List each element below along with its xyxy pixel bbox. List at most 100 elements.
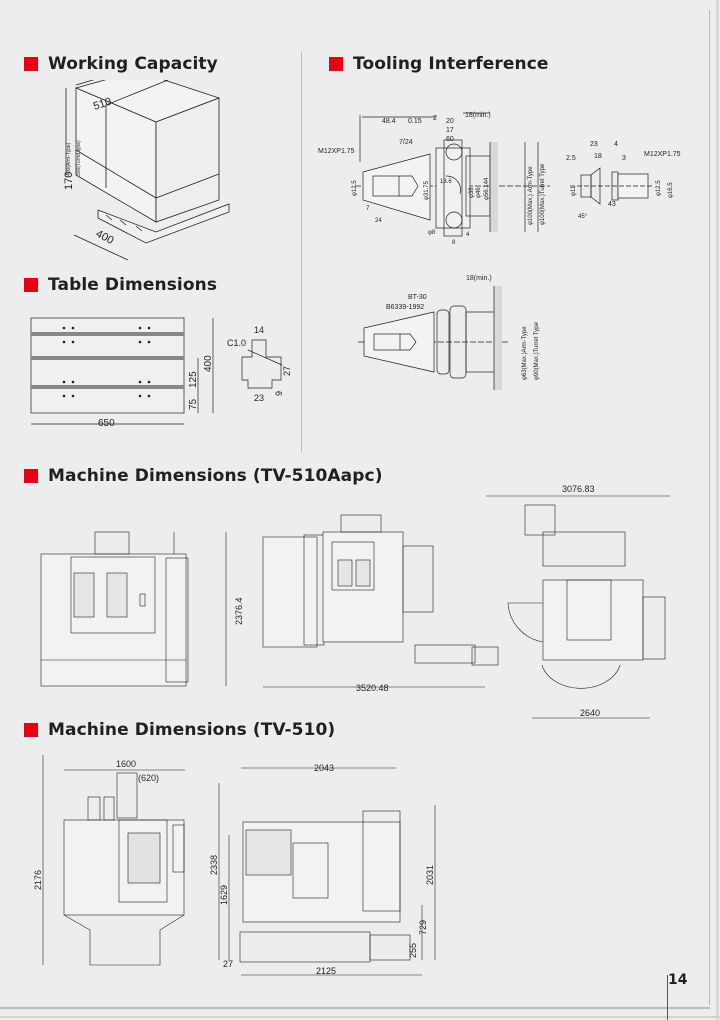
top-view — [486, 495, 670, 719]
page-border-right — [709, 10, 710, 1005]
tv510-depth-total: 2125 — [316, 966, 336, 976]
slot-top-14: 14 — [254, 325, 264, 335]
stud-len-3: 3 — [622, 155, 626, 162]
column-divider — [301, 52, 302, 452]
front-view — [40, 531, 189, 687]
section-title: Tooling Interference — [353, 54, 549, 74]
stud-angle-45: 45° — [578, 214, 588, 220]
section-title: Machine Dimensions (TV-510) — [48, 720, 336, 740]
control-keypad — [127, 832, 161, 884]
table-edge-75: 75 — [188, 398, 199, 410]
dim-height-arm: 400(Arm-Type) — [66, 142, 72, 176]
dim-width-400: 400 — [94, 228, 116, 247]
tv510-height-side: 2338 — [209, 855, 219, 875]
holder-len-7: 7 — [366, 206, 370, 212]
holder-len-4: 4 — [466, 232, 470, 238]
table-dimensions-heading: Table Dimensions — [24, 275, 217, 295]
slot-chamfer: C1.0 — [227, 338, 246, 348]
tool-holder-drawing: M12XP1.75 7/24 48.4 0.15 2 20 17 60 18(m… — [318, 112, 681, 246]
tooling-interference-heading: Tooling Interference — [329, 54, 549, 74]
section-title: Table Dimensions — [48, 275, 218, 295]
machine-tv510aapc-drawing: 2376.4 3520.48 3076.83 2640 — [40, 484, 670, 719]
tv510-depth-top: 2043 — [314, 763, 334, 773]
stud-len-43: 43 — [608, 201, 616, 208]
holder-arm-max: φ100(Max.) Arm-Type — [528, 166, 534, 225]
tv510-front-view — [42, 755, 185, 966]
table-width-400: 400 — [203, 355, 214, 372]
bt30-name: BT-30 — [408, 294, 427, 301]
page-number: 14 — [668, 972, 688, 988]
table-dimensions-drawing: 650 400 125 75 14 C1.0 27 23 9 — [30, 317, 292, 429]
dim-height-turret: 300(Turret type) — [76, 140, 82, 176]
working-capacity-heading: Working Capacity — [24, 54, 218, 74]
holder-dia-8: φ8 — [428, 230, 436, 236]
tv510-height-front: 2176 — [33, 870, 43, 890]
table-length-650: 650 — [98, 418, 115, 429]
holder-dim-13-6: 13.6 — [440, 179, 452, 185]
tv510-width: 1600 — [116, 759, 136, 769]
table-plate — [97, 203, 230, 244]
tv510-door: (620) — [138, 773, 159, 783]
tv510-height-panel: 1629 — [219, 885, 229, 905]
stud-len-2-5: 2.5 — [566, 155, 576, 162]
holder-clearance: 18(min.) — [465, 112, 491, 119]
section-title: Machine Dimensions (TV-510Aapc) — [48, 466, 383, 486]
bt30-turret-max: φ90(Max.)Turret Type — [534, 321, 540, 380]
holder-dia-46: φ46 — [476, 187, 482, 198]
holder-dim-48-4: 48.4 — [382, 118, 396, 125]
holder-len-24: 24 — [375, 218, 382, 224]
holder-dia-38: φ38 — [469, 187, 475, 198]
holder-dim-2: 2 — [433, 115, 437, 122]
table-slot-pitch-125: 125 — [188, 371, 199, 388]
tv510-height-cabinet: 2031 — [425, 865, 435, 885]
red-square-bullet-icon — [24, 278, 38, 292]
aapc-height: 2376.4 — [234, 597, 244, 625]
holder-dim-17: 17 — [446, 127, 454, 134]
holder-dia-12-5: φ12.5 — [352, 180, 358, 196]
holder-taper-label: 7/24 — [399, 139, 413, 146]
page-edge-right — [716, 0, 719, 1020]
stud-dia-16-5: φ16.5 — [668, 182, 674, 198]
holder-dia-31-75: φ31.75 — [424, 180, 430, 200]
dim-length-510: 510 — [92, 96, 113, 113]
holder-angle-60: 60 — [446, 136, 454, 143]
machine-tv510aapc-heading: Machine Dimensions (TV-510Aapc) — [24, 466, 383, 486]
side-view — [262, 514, 499, 688]
stud-len-4: 4 — [614, 141, 618, 148]
tv510-side-view — [218, 767, 436, 976]
bt30-arm-max: φ63(Max.)Arm-Type — [522, 326, 528, 380]
section-title: Working Capacity — [48, 54, 218, 74]
red-square-bullet-icon — [24, 469, 38, 483]
slot-base-9: 9 — [274, 391, 284, 396]
red-square-bullet-icon — [24, 723, 38, 737]
page-number-rule — [667, 975, 668, 1020]
holder-len-8: 8 — [452, 240, 456, 246]
bt30-standard: B6339-1992 — [386, 304, 424, 311]
t-slot-profile — [241, 339, 283, 389]
red-square-bullet-icon — [24, 57, 38, 71]
holder-dim-20: 20 — [446, 118, 454, 125]
slot-bottom-23: 23 — [254, 393, 264, 403]
stud-len-23: 23 — [590, 141, 598, 148]
work-envelope-box — [74, 80, 221, 223]
slot-depth-27: 27 — [282, 366, 292, 376]
stud-dia-12-5: φ12.5 — [656, 180, 662, 196]
working-capacity-drawing: 510 400 170 400(Arm-Type) 300(Turret typ… — [63, 80, 230, 260]
holder-thread-label: M12XP1.75 — [318, 148, 355, 155]
table-holes — [62, 326, 151, 398]
page-border-bottom — [0, 1007, 710, 1009]
holder-dia-56-144: φ56.144 — [484, 177, 490, 200]
aapc-top-width: 3076.83 — [562, 484, 595, 494]
holder-dim-0-15: 0.15 — [408, 118, 422, 125]
stud-len-18: 18 — [594, 153, 602, 160]
stud-dia-11: φ11 — [571, 185, 577, 196]
tv510-foot: 27 — [223, 959, 233, 969]
aapc-length: 3520.48 — [356, 683, 389, 693]
holder-turret-max: φ100(Max.)Turret Type — [540, 163, 546, 225]
pull-stud-drawing — [570, 167, 652, 205]
dim-base-170: 170 — [63, 172, 75, 190]
stud-thread-label: M12XP1.75 — [644, 151, 681, 158]
page-edge-bottom — [0, 1016, 720, 1018]
tv510-height-table: 729 — [418, 920, 428, 935]
bt30-holder-drawing: BT-30 B6339-1992 18(min.) φ63(Max.)Arm-T… — [358, 275, 540, 390]
